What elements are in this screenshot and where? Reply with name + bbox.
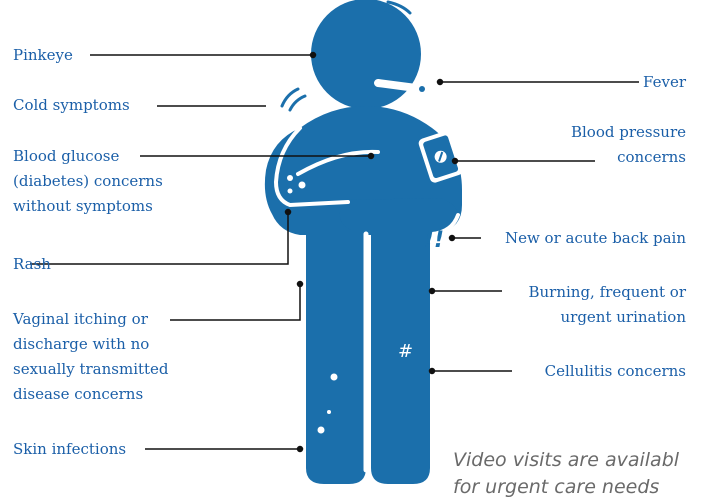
- label-urination: Burning, frequent or urgent urination: [528, 283, 686, 326]
- exclamation-marks: !!: [424, 228, 444, 253]
- skin-infection-dots: [317, 373, 338, 434]
- head-motion-mark-1: [383, 8, 407, 22]
- blood-pressure-monitor-icon: [418, 130, 463, 183]
- thermometer-icon: [374, 79, 428, 95]
- left-arm-outline: [273, 126, 350, 208]
- label-rash: Rash: [13, 255, 51, 273]
- motion-marks: [280, 0, 412, 112]
- right-leg: [371, 230, 430, 484]
- label-vaginal-itching: Vaginal itching or discharge with no sex…: [13, 310, 169, 403]
- hash-mark: #: [398, 341, 413, 362]
- right-elbow-line: [430, 213, 460, 236]
- label-back-pain: New or acute back pain: [504, 229, 686, 247]
- label-cold-symptoms: Cold symptoms: [13, 96, 130, 114]
- label-blood-pressure: Blood pressure concerns: [570, 123, 686, 166]
- label-blood-glucose: Blood glucose (diabetes) concerns withou…: [13, 147, 163, 215]
- head-motion-mark-2: [386, 0, 412, 15]
- label-skin-infections: Skin infections: [13, 440, 127, 458]
- leader-lines: [30, 51, 639, 453]
- rash-dots: [287, 175, 306, 194]
- label-cellulitis: Cellulitis concerns: [544, 362, 686, 380]
- label-fever: Fever: [643, 73, 686, 91]
- crossed-forearm: [339, 198, 458, 232]
- leader-vaginal: [170, 284, 301, 321]
- shoulder-motion-mark-1: [288, 94, 307, 112]
- video-visits-note: Video visits are availabl for urgent car…: [453, 449, 680, 498]
- head: [311, 0, 421, 109]
- label-pinkeye: Pinkeye: [13, 46, 73, 64]
- shoulder-motion-mark-2: [280, 87, 300, 108]
- person-silhouette: [264, 0, 462, 484]
- leader-rash: [30, 212, 289, 265]
- left-leg: [306, 230, 366, 484]
